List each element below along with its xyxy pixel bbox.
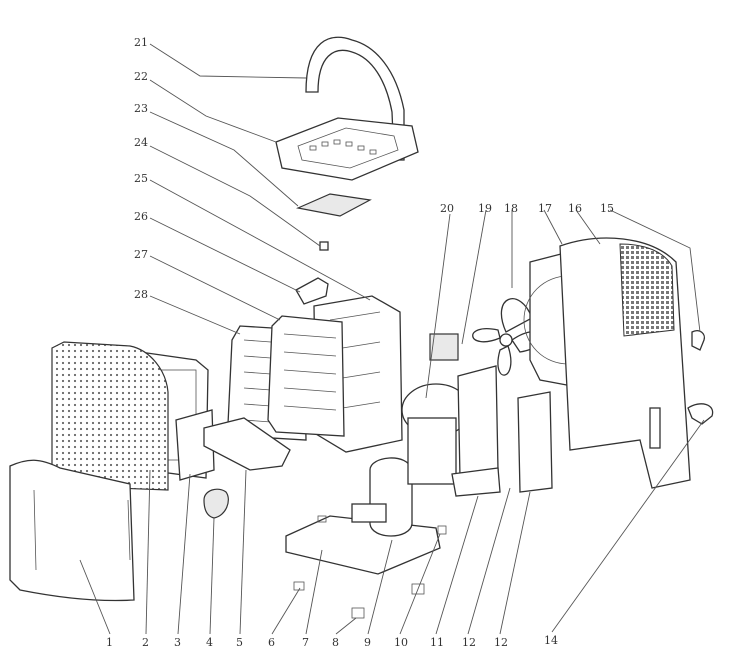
inner-frame-detail (329, 311, 381, 411)
tank-handle-recess (33, 489, 131, 571)
callout-27: 27 (134, 248, 148, 261)
callout-21: 21 (134, 36, 148, 49)
callout-5: 5 (236, 636, 243, 649)
callout-20: 20 (440, 202, 454, 215)
part-23-pcb (295, 193, 372, 217)
part-4-float (203, 488, 229, 519)
callout-7: 7 (302, 636, 309, 649)
rear-outlet (649, 407, 661, 449)
part-5-drip-tray (203, 417, 291, 471)
callout-3: 3 (174, 636, 181, 649)
callout-15: 15 (600, 202, 614, 215)
callout-26: 26 (134, 210, 148, 223)
part-15-clip-upper (691, 330, 706, 351)
callout-28: 28 (134, 288, 148, 301)
callout-2: 2 (142, 636, 149, 649)
part-7-base (285, 515, 441, 575)
callout-14: 14 (544, 634, 558, 647)
callout-18: 18 (504, 202, 518, 215)
part-11-motor-bracket (457, 365, 499, 479)
part-22-top-cover (275, 117, 419, 181)
leader-lines (79, 43, 705, 635)
callout-4: 4 (206, 636, 213, 649)
callout-24: 24 (134, 136, 148, 149)
callout-17: 17 (538, 202, 552, 215)
callout-12b: 12 (494, 636, 508, 649)
callout-22: 22 (134, 70, 148, 83)
rear-grille (619, 243, 675, 337)
callout-10: 10 (394, 636, 408, 649)
part-9-compressor (369, 457, 413, 537)
callout-12a: 12 (462, 636, 476, 649)
callout-1: 1 (106, 636, 113, 649)
part-15-clip-lower (687, 403, 714, 425)
part-18-fan-blade (472, 298, 543, 376)
part-19-terminal (429, 333, 459, 361)
callout-16: 16 (568, 202, 582, 215)
callout-6: 6 (268, 636, 275, 649)
part-1-water-tank (9, 459, 135, 602)
callout-19: 19 (478, 202, 492, 215)
part-front-grille (51, 341, 169, 491)
condenser-fins (283, 333, 337, 411)
callout-23: 23 (134, 102, 148, 115)
part-22-control-panel (297, 127, 399, 169)
compressor-body (407, 417, 457, 485)
compressor-pedestal (351, 503, 387, 523)
callout-25: 25 (134, 172, 148, 185)
callout-11: 11 (430, 636, 444, 649)
callout-8: 8 (332, 636, 339, 649)
part-12-side-panel (517, 391, 553, 493)
callout-9: 9 (364, 636, 371, 649)
motor-bracket-base (451, 467, 501, 497)
panel-buttons (309, 139, 377, 155)
part-24-connector (319, 241, 329, 251)
part-26-bracket (295, 277, 329, 305)
part-27-condenser (267, 315, 345, 437)
